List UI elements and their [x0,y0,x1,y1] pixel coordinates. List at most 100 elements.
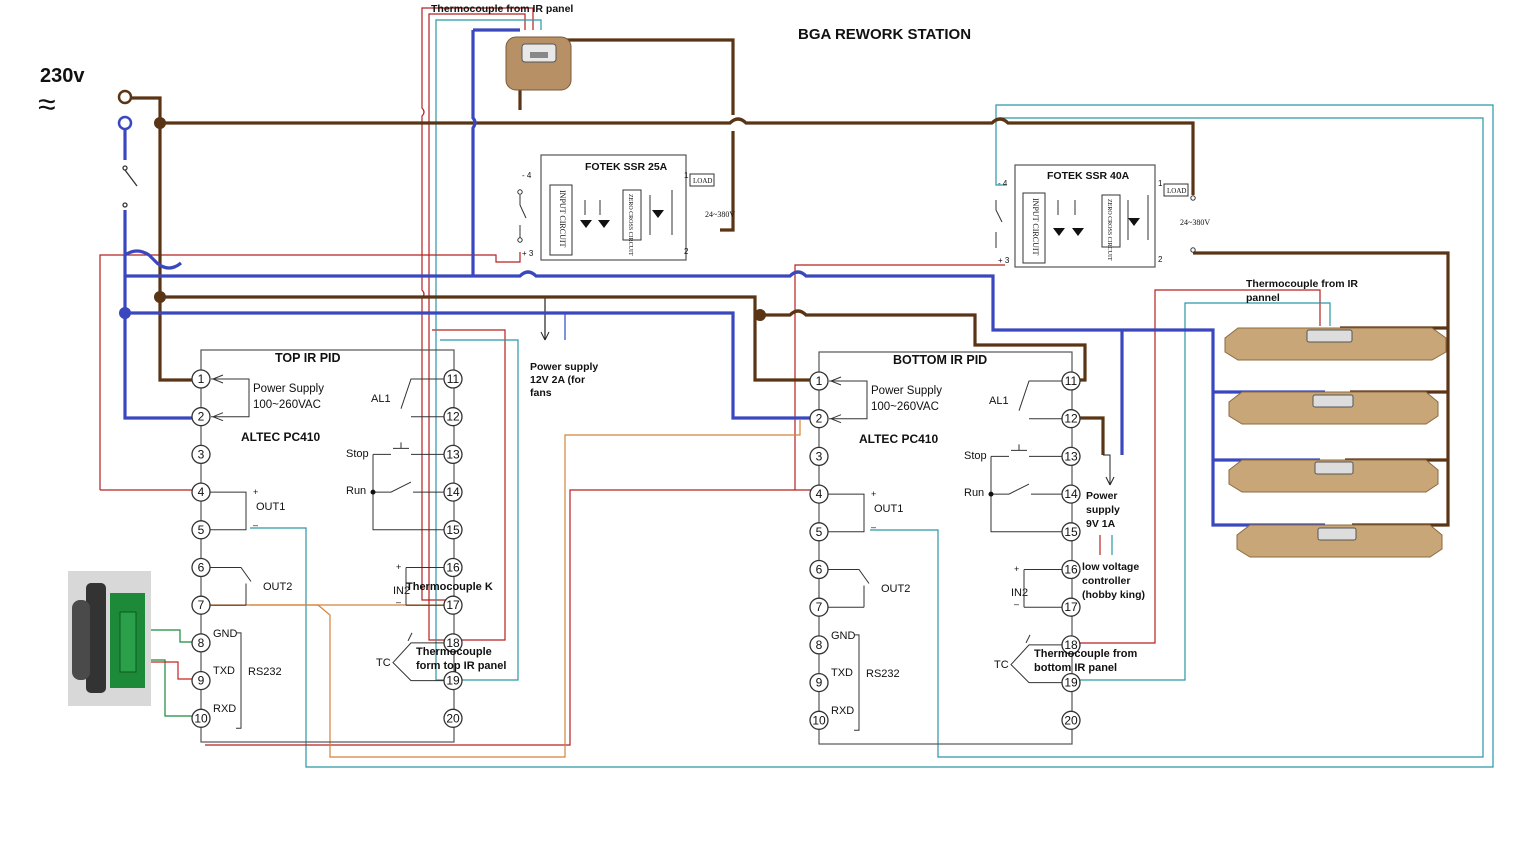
pid-pin-3: 3 [809,446,829,467]
pin-number: 13 [446,447,460,461]
pid-note-tc-1: Thermocouple from [1034,648,1138,660]
ac-symbol: ≈ [38,86,56,122]
ir-panel [1228,391,1439,425]
pin-number: 18 [446,636,460,650]
pid-pin-17: 17 [1061,597,1081,617]
pid-pin-1: 1 [809,371,829,391]
pid-in2-plus: + [396,562,401,572]
pid-pin-4: 4 [809,484,829,504]
ssr-40a-range: 24~380V [1180,218,1210,227]
pid-pin-19: 19 [443,670,463,691]
pid-title: BOTTOM IR PID [893,353,987,367]
pin-number: 7 [816,600,823,614]
pid-pin-7: 7 [191,595,211,615]
pin-number: 17 [446,598,460,612]
pid-pin-20: 20 [443,708,463,728]
pid-note-tc-2: form top IR panel [416,660,506,672]
pin-number: 10 [194,711,208,725]
pin-number: 11 [1065,374,1078,388]
pin-number: 17 [1064,600,1078,614]
pid-pin-5: 5 [809,522,829,542]
pin-number: 16 [1064,563,1078,577]
pin-number: 13 [1064,449,1078,463]
top-thermocouple-label: Thermocouple from IR panel [431,3,573,15]
ssr-25a-input: INPUT CIRCUIT [558,190,567,248]
pid-al1: AL1 [989,395,1009,407]
pid-pin-14: 14 [1061,484,1081,504]
pid-out1-plus: + [871,489,876,499]
pin-number: 19 [446,674,460,688]
pid-pin-5: 5 [191,520,211,540]
pid-pin-13: 13 [443,444,463,465]
pid-power-line2: 100~260VAC [253,399,321,411]
ssr-25a-pin1: 1 [684,171,689,180]
pin-number: 3 [198,447,205,461]
pid-out1-plus: + [253,487,258,497]
pid-pin-4: 4 [191,482,211,502]
pid-pin-7: 7 [809,597,829,617]
pid-rs232: RS232 [866,668,900,680]
pid-pin-3: 3 [191,444,211,465]
ssr-40a-zero: ZERO CROSS CIRCUIT [1106,199,1112,261]
pin-number: 16 [446,561,460,575]
pin-number: 15 [1064,525,1078,539]
pin-number: 8 [816,638,823,652]
pid-stop: Stop [964,450,987,462]
ir-panels [1224,327,1447,558]
pid-run: Run [346,485,366,497]
pid-pin-12: 12 [443,407,463,427]
pid-pin-16: 16 [443,557,463,578]
pin-number: 18 [1064,638,1078,652]
ssr-40a-pin-minus: - 4 [998,179,1008,188]
ssr-25a-load: LOAD [693,177,712,185]
pid-tc: TC [376,657,391,669]
pid-out1: OUT1 [256,501,285,513]
pid-tc: TC [994,659,1009,671]
top-thermocouple-part [505,36,572,91]
ssr-40a-pin-plus: + 3 [998,256,1010,265]
ssr-25a-title: FOTEK SSR 25A [585,161,668,173]
pin-number: 7 [198,598,205,612]
pid-out2: OUT2 [263,581,292,593]
ssr-25a-range: 24~380V [705,210,735,219]
neutral-wires [123,28,1325,527]
pid-model: ALTEC PC410 [859,432,938,446]
pin-number: 6 [816,563,823,577]
ssr-40a: FOTEK SSR 40A INPUT CIRCUIT ZERO CROSS C… [995,164,1210,268]
pid-pin-17: 17 [443,595,463,615]
pid-power-line1: Power Supply [871,385,942,397]
ssr-25a: FOTEK SSR 25A INPUT CIRCUIT ZERO CROSS C… [517,154,735,261]
voltage-label: 230v [40,65,85,87]
pid-out1: OUT1 [874,503,903,515]
pid-pin-20: 20 [1061,710,1081,730]
pin-number: 12 [1064,412,1078,426]
pin-number: 8 [198,636,205,650]
pin-number: 9 [816,676,823,690]
ir-panel [1236,524,1443,558]
low-voltage-text: low voltage controller (hobby king) [1082,561,1145,601]
pid-pin-8: 8 [191,633,211,653]
pid-pin-6: 6 [191,557,211,578]
pin-number: 4 [198,485,205,499]
pid-gnd: GND [831,630,856,642]
pin-number: 14 [446,485,460,499]
ssr-40a-title: FOTEK SSR 40A [1047,170,1130,182]
pid-note-k: Thermocouple K [406,581,493,593]
psu-fans [540,331,550,341]
pid-pin-9: 9 [809,672,829,693]
pid-pin-11: 11 [1061,371,1081,391]
pid-in2-plus: + [1014,564,1019,574]
psu-9v-text: Power supply 9V 1A [1086,490,1120,530]
ssr-25a-zero: ZERO CROSS CIRCUIT [627,194,633,256]
pin-number: 20 [446,711,460,725]
pid-rxd: RXD [213,703,236,715]
pid-pin-13: 13 [1061,446,1081,467]
pin-number: 2 [198,410,205,424]
pid-pin-2: 2 [809,409,829,429]
pin-number: 5 [816,525,823,539]
pid-title: TOP IR PID [275,351,341,365]
junctions [117,89,766,321]
pin-number: 5 [198,523,205,537]
